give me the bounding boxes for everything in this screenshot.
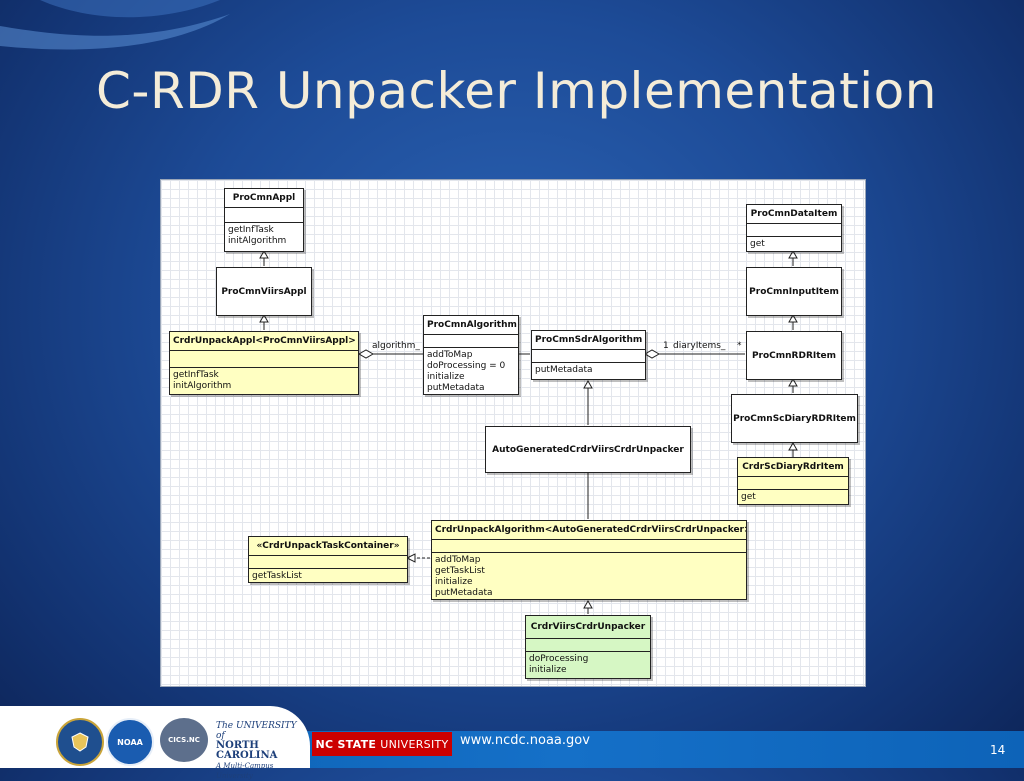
page-number: 14 [990,743,1006,757]
footer-url-link[interactable]: www.ncdc.noaa.gov [460,733,590,748]
operation: putMetadata [435,588,493,598]
class-pro-cmn-rdr-item[interactable]: ProCmnRDRItem [746,331,842,380]
class-pro-cmn-algorithm[interactable]: ProCmnAlgorithm addToMap doProcessing = … [423,315,519,395]
operations-compartment: get [738,490,848,505]
operation: get [741,492,756,502]
unc-line-1: The UNIVERSITY of [216,721,297,741]
ncsu-bold-text: NC STATE [315,737,377,751]
footer-logo-strip [0,706,310,768]
class-name: AutoGeneratedCrdrViirsCrdrUnpacker [492,444,684,455]
class-name: ProCmnInputItem [749,286,839,297]
operations-compartment: getInfTask initAlgorithm [225,223,303,249]
operation: getInfTask [173,370,219,380]
operation: getInfTask [228,225,274,235]
operations-compartment: get [747,237,841,252]
noaa-logo-text: NOAA [117,737,143,747]
operation: initAlgorithm [228,236,287,246]
class-name: ProCmnRDRItem [751,350,837,361]
class-name: ProCmnScDiaryRDRItem [733,413,856,424]
operation: addToMap [435,555,481,565]
noaa-logo: NOAA [106,718,154,766]
multiplicity-label-star: * [737,341,742,351]
ncsu-rest-text: UNIVERSITY [380,737,449,751]
operation: initialize [435,577,473,587]
operation: initialize [427,372,465,382]
cics-logo-text: CICS.NC [168,736,200,744]
attributes-compartment [532,350,645,363]
operation: putMetadata [535,365,593,375]
eagle-shield-icon [71,732,89,752]
operation: putMetadata [427,383,485,393]
class-pro-cmn-input-item[interactable]: ProCmnInputItem [746,267,842,316]
class-pro-cmn-data-item[interactable]: ProCmnDataItem get [746,204,842,252]
attributes-compartment [225,208,303,223]
operation: initialize [529,665,567,675]
attributes-compartment [249,556,407,569]
class-crdr-sc-diary-rdr-item[interactable]: CrdrScDiaryRdrItem get [737,457,849,505]
class-name: CrdrUnpackAppl<ProCmnViirsAppl> [170,332,358,351]
operation: addToMap [427,350,473,360]
class-name: ProCmnViirsAppl [221,286,307,297]
attributes-compartment [526,639,650,652]
role-label-diary-items: diaryItems_ [673,341,726,351]
attributes-compartment [170,351,358,368]
attributes-compartment [432,540,746,553]
cics-logo: CICS.NC [160,718,208,762]
uml-class-diagram: ProCmnAppl getInfTask initAlgorithm ProC… [160,179,866,687]
class-name: ProCmnAlgorithm [424,316,518,335]
class-pro-cmn-sc-diary-rdr-item[interactable]: ProCmnScDiaryRDRItem [731,394,858,443]
operations-compartment: putMetadata [532,363,645,378]
class-auto-generated-crdr-viirs-crdr-unpacker[interactable]: AutoGeneratedCrdrViirsCrdrUnpacker [485,426,691,473]
class-pro-cmn-sdr-algorithm[interactable]: ProCmnSdrAlgorithm putMetadata [531,330,646,380]
attributes-compartment [747,224,841,237]
attributes-compartment [738,477,848,490]
class-name: ProCmnSdrAlgorithm [532,331,645,350]
class-name: CrdrUnpackAlgorithm<AutoGeneratedCrdrVii… [432,521,746,540]
slide-title: C-RDR Unpacker Implementation [96,62,937,120]
ncsu-logo: NC STATE UNIVERSITY [312,732,452,756]
class-crdr-viirs-crdr-unpacker[interactable]: CrdrViirsCrdrUnpacker doProcessing initi… [525,615,651,679]
operations-compartment: getInfTask initAlgorithm [170,368,358,394]
class-name: CrdrScDiaryRdrItem [738,458,848,477]
class-name: «CrdrUnpackTaskContainer» [249,537,407,556]
operations-compartment: addToMap getTaskList initialize putMetad… [432,553,746,601]
interface-crdr-unpack-task-container[interactable]: «CrdrUnpackTaskContainer» getTaskList [248,536,408,583]
class-name: ProCmnDataItem [747,205,841,224]
operations-compartment: addToMap doProcessing = 0 initialize put… [424,348,518,396]
unc-line-3: A Multi-Campus University [216,762,274,780]
operation: get [750,239,765,249]
attributes-compartment [424,335,518,348]
unc-logo: The UNIVERSITY of NORTH CAROLINA A Multi… [216,721,308,780]
multiplicity-label-one: 1 [663,341,669,351]
operation: doProcessing = 0 [427,361,506,371]
operation: doProcessing [529,654,589,664]
doc-seal-logo [56,718,104,766]
class-crdr-unpack-appl[interactable]: CrdrUnpackAppl<ProCmnViirsAppl> getInfTa… [169,331,359,395]
operation: getTaskList [252,571,302,581]
operations-compartment: getTaskList [249,569,407,584]
operation: initAlgorithm [173,381,232,391]
unc-line-2: NORTH CAROLINA [216,740,278,761]
operations-compartment: doProcessing initialize [526,652,650,678]
role-label-algorithm: algorithm_ [372,341,420,351]
class-name: ProCmnAppl [225,189,303,208]
operation: getTaskList [435,566,485,576]
class-pro-cmn-appl[interactable]: ProCmnAppl getInfTask initAlgorithm [224,188,304,252]
class-name: CrdrViirsCrdrUnpacker [526,616,650,639]
class-crdr-unpack-algorithm[interactable]: CrdrUnpackAlgorithm<AutoGeneratedCrdrVii… [431,520,747,600]
corner-swoosh-decoration [0,0,230,50]
class-pro-cmn-viirs-appl[interactable]: ProCmnViirsAppl [216,267,312,316]
